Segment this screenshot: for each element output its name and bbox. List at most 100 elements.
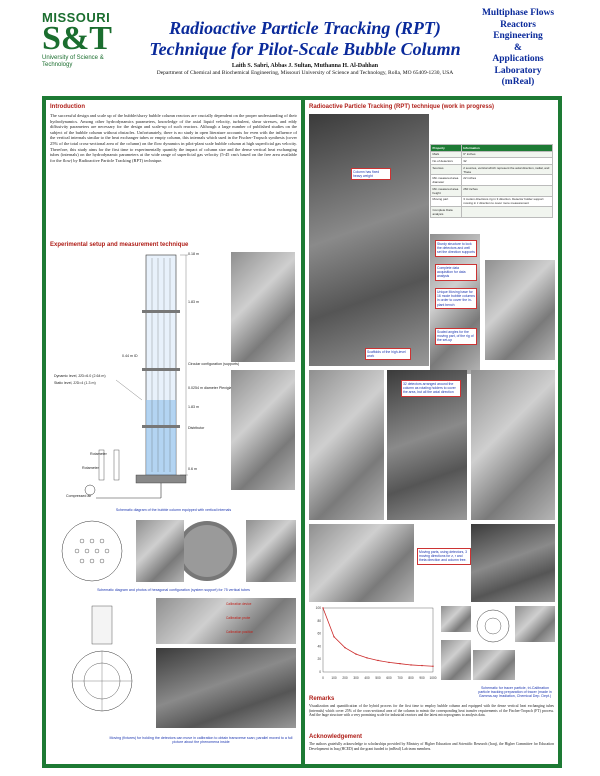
content-frame: Introduction The successful design and s… (42, 96, 562, 768)
compressor-label: Compressed air (66, 494, 92, 498)
experimental-heading: Experimental setup and measurement techn… (50, 242, 189, 248)
caption-detector-fixture: Moving (fixtures) for holding the detect… (109, 736, 293, 744)
lab-line: & (514, 42, 522, 53)
calibration-geometry-sketch (476, 609, 510, 643)
tube-bundle-photo (246, 520, 296, 582)
column-schematic (84, 254, 188, 499)
table-cell: No of detectors (430, 157, 462, 165)
logo-name: MISSOURI (42, 10, 111, 25)
y-tick-label: 0 (319, 670, 321, 674)
table-cell (460, 206, 554, 218)
logo-sub: University of Science & Technology (42, 55, 104, 68)
dim-4: 0.6 m (188, 467, 197, 471)
title-line-1: Radioactive Particle Tracking (RPT) (169, 18, 441, 38)
y-tick-label: 40 (317, 644, 321, 648)
right-panel: Radioactive Particle Tracking (RPT) tech… (305, 100, 558, 764)
lab-line: (mReal) (501, 77, 535, 87)
x-tick-label: 0 (322, 676, 324, 680)
affiliation: Department of Chemical and Biochemical E… (156, 70, 454, 76)
author-names: Laith S. Sabri, Abbas J. Sultan, Muthann… (231, 63, 379, 69)
annotation-sturdy-structure: Sturdy structure to lock the detectors a… (435, 240, 477, 257)
table-cell: 22 inches (460, 174, 554, 186)
decay-data-point (421, 664, 423, 667)
decay-data-point (410, 664, 412, 666)
table-cell: 2 sources, vertical which represent the … (460, 163, 554, 176)
poster-title: Radioactive Particle Tracking (RPT) Tech… (140, 18, 470, 60)
left-panel: Introduction The successful design and s… (46, 100, 301, 764)
table-cell: 260 inches (460, 184, 554, 197)
y-tick-label: 80 (317, 619, 321, 623)
caption-column-schematic: Schematic diagram of the bubble column e… (115, 508, 232, 512)
table-cell: Complete Data analysis (430, 206, 462, 218)
university-logo: MISSOURI S&T University of Science & Tec… (42, 10, 134, 78)
annotation-fixed-weight: Column has fixed heavy weight (351, 168, 391, 181)
data-acquisition-photo (485, 260, 555, 360)
x-tick-label: 100 (331, 676, 337, 680)
moving-parts-photo-1 (309, 524, 414, 602)
table-row: Complete Data analysis (430, 206, 554, 218)
table-cell: Min measured area height (430, 184, 462, 197)
decay-data-point (344, 646, 346, 649)
table-cell: 32 (460, 157, 554, 165)
rotameter-label: Rotameter (90, 452, 107, 456)
calibration-drawing (71, 605, 133, 712)
column-drawing (84, 254, 188, 499)
dynamic-level-label: Dynamic level, Z/D=6.0 (2.64 m) (54, 374, 106, 378)
hex-tube-layout (61, 520, 123, 582)
y-tick-label: 100 (316, 606, 322, 610)
acknowledgement-heading: Acknowledgement (309, 734, 363, 740)
table-cell: Mark (430, 150, 462, 159)
detector-fixture-photo (156, 648, 296, 728)
distributor-label: Distributor (188, 426, 205, 430)
table-cell: Sources (430, 163, 462, 176)
calibration-device-photo (156, 598, 296, 644)
moving-parts-photo-2 (471, 524, 555, 602)
introduction-heading: Introduction (50, 104, 85, 110)
decay-data-point (355, 653, 357, 655)
calibration-device-label: Calibration device (226, 602, 252, 606)
lab-line: Reactors (500, 19, 536, 30)
annotation-32-detectors: 32 detectors arranged around the column … (401, 380, 461, 397)
author-block: Laith S. Sabri, Abbas J. Sultan, Muthann… (140, 63, 470, 77)
rpt-heading: Radioactive Particle Tracking (RPT) tech… (309, 104, 495, 110)
x-tick-label: 1000 (429, 676, 436, 680)
decay-data-point (377, 659, 379, 662)
remarks-text: Visualization and quantification of the … (309, 704, 554, 717)
table-cell: Information (460, 144, 554, 152)
logo-mark: S&T (42, 20, 112, 57)
hexagonal-configuration (61, 520, 237, 582)
decay-data-point (388, 661, 390, 664)
static-level-label: Static level, Z/D=4 (1.3 m) (54, 381, 96, 385)
tracer-station-photo (473, 650, 515, 680)
x-tick-label: 500 (375, 676, 381, 680)
y-tick-label: 60 (317, 632, 321, 636)
plot-area (322, 607, 434, 673)
x-tick-label: 400 (364, 676, 370, 680)
decay-data-point (322, 607, 324, 609)
caption-hexagonal: Schematic diagram and photos of hexagona… (97, 588, 250, 592)
lab-line: Multiphase Flows (481, 8, 555, 18)
tracer-holder-photo (441, 640, 471, 680)
annotation-moving-parts: Moving parts, using detectors, 3 moving … (417, 548, 471, 565)
tracer-particle-photo (441, 606, 471, 632)
dim-top: 0.18 m (188, 252, 199, 256)
table-cell: Min measured area diameter (430, 174, 462, 186)
remarks-heading: Remarks (309, 696, 335, 702)
table-cell: Moving part (430, 195, 462, 208)
annotation-moving-base: Unique Moving base for 16 mode bubble co… (435, 288, 477, 309)
decay-data-point (333, 636, 335, 638)
dim-3: 1.83 m (188, 405, 199, 409)
title-line-2: Technique for Pilot-Scale Bubble Column (149, 39, 461, 59)
x-tick-label: 200 (342, 676, 348, 680)
x-tick-label: 300 (353, 676, 359, 680)
rpt-setup-photo (309, 114, 429, 366)
table-cell: Property (430, 144, 462, 152)
lab-name: Multiphase Flows Reactors Engineering & … (472, 8, 564, 89)
x-tick-label: 600 (386, 676, 392, 680)
